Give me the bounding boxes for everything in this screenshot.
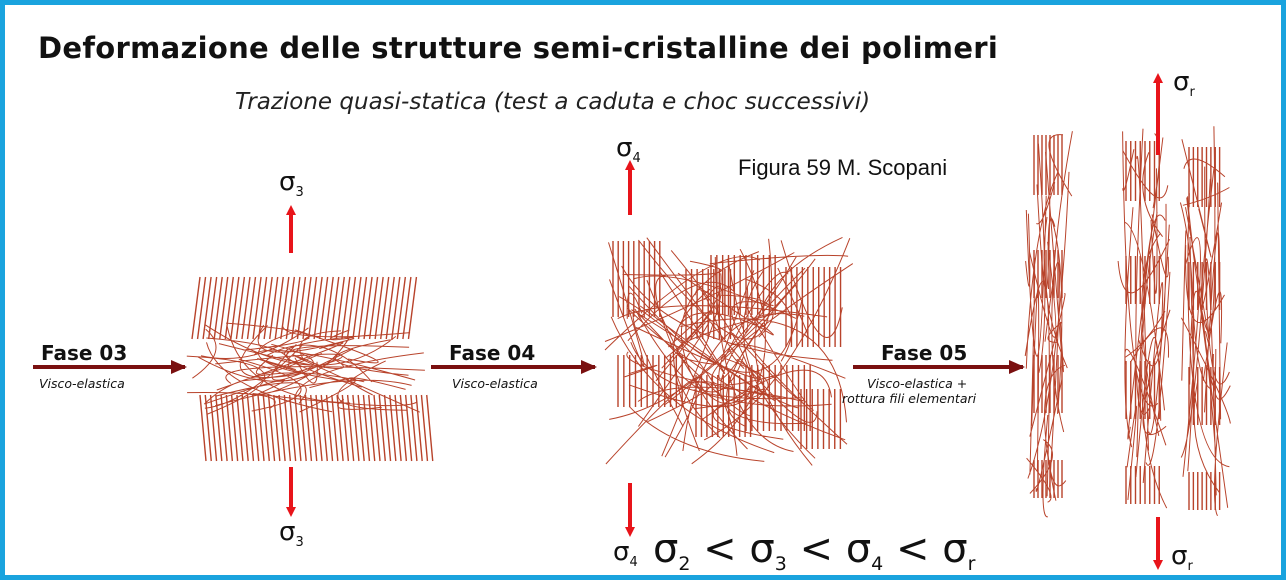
lamella-04-h <box>800 389 842 449</box>
figure-subtitle: Trazione quasi-statica (test a caduta e … <box>235 89 871 115</box>
lamella-04-c <box>710 255 776 315</box>
diagram-art <box>33 73 1231 570</box>
lamella-05-col1-b0 <box>1125 141 1160 201</box>
phase-03-label: Fase 03 <box>41 341 128 365</box>
sigma-4-top: σ4 <box>616 133 641 166</box>
phase-03-desc: Visco-elastica <box>39 376 125 391</box>
figure-title: Deformazione delle strutture semi-crista… <box>38 31 999 65</box>
polymer-lamellae-group <box>186 126 1231 518</box>
phase-05-label: Fase 05 <box>881 341 968 365</box>
sigma-r-bottom: σr <box>1171 541 1193 574</box>
lamella-05-col1-b3 <box>1125 466 1160 504</box>
amorphous-05-col0 <box>1024 131 1073 518</box>
phase-04-desc: Visco-elastica <box>452 376 538 391</box>
amorphous-04 <box>604 236 854 466</box>
lamella-04-a <box>612 241 661 317</box>
amorphous-03 <box>186 322 425 415</box>
stress-inequality: σ2 < σ3 < σ4 < σr <box>653 526 976 575</box>
lamella-05-col2-b3 <box>1188 472 1221 510</box>
sigma-4-bottom: σ4 <box>613 537 638 570</box>
sigma-r-top: σr <box>1173 67 1195 100</box>
sigma-3-bottom: σ3 <box>279 517 304 550</box>
lamella-05-col2-b0 <box>1188 147 1221 207</box>
lamella-03-bottom <box>199 394 434 462</box>
lamella-03-top <box>191 276 418 340</box>
lamella-05-col0-b0 <box>1033 135 1063 195</box>
amorphous-05-col2 <box>1179 126 1231 517</box>
phase-05-desc-line1: Visco-elastica + <box>867 376 968 391</box>
stress-arrows <box>286 73 1163 570</box>
figure-credit: Figura 59 M. Scopani <box>738 155 948 180</box>
phase-05-desc-line2: rottura fili elementari <box>842 391 977 406</box>
phase-04-label: Fase 04 <box>449 341 536 365</box>
amorphous-05-col1 <box>1117 128 1171 509</box>
sigma-3-top: σ3 <box>279 167 304 200</box>
